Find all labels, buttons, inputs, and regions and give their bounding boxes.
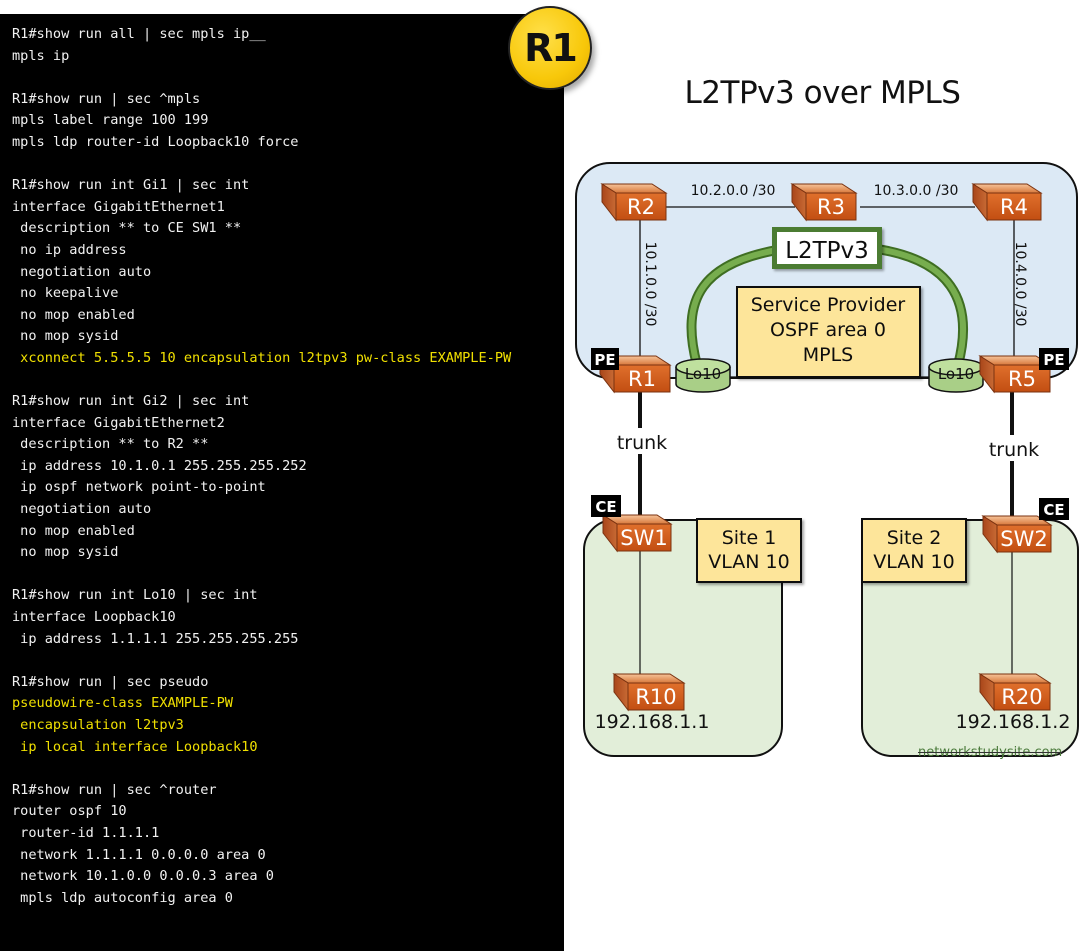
pe-tag-r1-text: PE xyxy=(594,351,615,369)
router-r10-label: R10 xyxy=(635,685,676,709)
terminal-line: ip address 10.1.0.1 255.255.255.252 xyxy=(12,457,307,474)
site2-vlan: VLAN 10 xyxy=(873,551,954,573)
terminal-line: ip local interface Loopback10 xyxy=(12,738,258,755)
router-r10: R10 xyxy=(612,673,686,712)
router-r3-label: R3 xyxy=(817,195,845,219)
diagram-title: L2TPv3 over MPLS xyxy=(684,75,961,111)
router-sw1: SW1 xyxy=(601,514,673,553)
terminal-output: R1#show run all | sec mpls ip__mpls ip R1… xyxy=(12,24,511,909)
host-r10-ip: 192.168.1.1 xyxy=(595,711,710,733)
pe-tag-r1: PE xyxy=(591,348,619,370)
router-r2: R2 xyxy=(600,183,668,222)
watermark: networkstudysite.com xyxy=(918,745,1063,760)
terminal-line: R1#show run | sec ^router xyxy=(12,781,217,798)
router-sw1-label: SW1 xyxy=(620,526,667,550)
terminal-line: encapsulation l2tpv3 xyxy=(12,717,184,733)
terminal-line: mpls ldp router-id Loopback10 force xyxy=(12,133,299,150)
site2-label-box: Site 2 VLAN 10 xyxy=(861,518,967,583)
terminal-line: negotiation auto xyxy=(12,263,152,280)
site1-name: Site 1 xyxy=(722,527,777,549)
trunk-label-left: trunk xyxy=(617,432,667,454)
provider-line-2: OSPF area 0 xyxy=(770,319,886,341)
link-label-r4-r5: 10.4.0.0 /30 xyxy=(1012,242,1028,327)
site1-label-box: Site 1 VLAN 10 xyxy=(696,518,802,583)
terminal-line: mpls label range 100 199 xyxy=(12,112,209,129)
router-r3: R3 xyxy=(790,183,858,222)
router-r2-label: R2 xyxy=(627,195,655,219)
terminal-line: pseudowire-class EXAMPLE-PW xyxy=(12,695,233,712)
site2-name: Site 2 xyxy=(887,527,942,549)
terminal-line: mpls ip xyxy=(12,47,70,64)
terminal-line: router ospf 10 xyxy=(12,803,127,820)
terminal-line: no keepalive xyxy=(12,285,119,302)
terminal-line: ip address 1.1.1.1 255.255.255.255 xyxy=(12,630,299,647)
ce-tag-sw2: CE xyxy=(1039,498,1069,520)
terminal-line: R1#show run int Gi1 | sec int xyxy=(12,177,250,194)
ce-tag-sw1: CE xyxy=(591,495,621,517)
terminal-line: xconnect 5.5.5.5 10 encapsulation l2tpv3… xyxy=(12,349,512,366)
loopback-left-label: Lo10 xyxy=(685,365,721,383)
tunnel-label: L2TPv3 xyxy=(785,238,869,264)
host-r20-ip: 192.168.1.2 xyxy=(956,711,1071,733)
terminal-line: mpls ldp autoconfig area 0 xyxy=(12,889,233,906)
pe-tag-r5-text: PE xyxy=(1043,351,1064,369)
ce-tag-sw2-text: CE xyxy=(1043,501,1064,519)
router-r1-label: R1 xyxy=(628,367,656,391)
terminal-line: negotiation auto xyxy=(12,501,152,518)
terminal-line: R1#show run | sec ^mpls xyxy=(12,90,201,107)
site1-vlan: VLAN 10 xyxy=(708,551,789,573)
terminal-panel: R1#show run all | sec mpls ip__mpls ip R1… xyxy=(0,14,564,951)
router-badge: R1 xyxy=(508,6,592,90)
link-label-r3-r4: 10.3.0.0 /30 xyxy=(874,183,959,199)
provider-line-1: Service Provider xyxy=(751,294,906,316)
terminal-line: network 10.1.0.0 0.0.0.3 area 0 xyxy=(12,868,274,885)
router-sw2: SW2 xyxy=(981,515,1053,554)
link-label-r2-r3: 10.2.0.0 /30 xyxy=(691,183,776,199)
ce-tag-sw1-text: CE xyxy=(595,498,616,516)
router-r20: R20 xyxy=(978,673,1052,712)
terminal-line: network 1.1.1.1 0.0.0.0 area 0 xyxy=(12,846,266,863)
link-label-r1-r2: 10.1.0.0 /30 xyxy=(642,242,658,327)
terminal-line: interface Loopback10 xyxy=(12,609,176,626)
terminal-line: interface GigabitEthernet2 xyxy=(12,414,225,431)
terminal-line: no mop enabled xyxy=(12,306,135,323)
terminal-line: R1#show run | sec pseudo xyxy=(12,673,209,690)
terminal-line: R1#show run all | sec mpls ip__ xyxy=(12,26,266,42)
terminal-line: no mop sysid xyxy=(12,328,119,345)
l2tpv3-label-box: L2TPv3 xyxy=(772,227,882,269)
loopback-right-label: Lo10 xyxy=(938,365,974,383)
terminal-line: ip ospf network point-to-point xyxy=(12,479,266,496)
pe-tag-r5: PE xyxy=(1039,348,1069,370)
terminal-line: no mop sysid xyxy=(12,544,119,561)
terminal-line: no ip address xyxy=(12,241,127,258)
terminal-line: description ** to R2 ** xyxy=(12,436,209,453)
router-sw2-label: SW2 xyxy=(1000,527,1047,551)
provider-line-3: MPLS xyxy=(803,344,854,366)
terminal-line: interface GigabitEthernet1 xyxy=(12,198,225,215)
terminal-line: R1#show run int Lo10 | sec int xyxy=(12,587,258,604)
service-provider-box: Service Provider OSPF area 0 MPLS xyxy=(736,286,921,378)
router-r4-label: R4 xyxy=(1000,195,1028,219)
terminal-line: description ** to CE SW1 ** xyxy=(12,220,242,237)
router-r20-label: R20 xyxy=(1001,685,1042,709)
terminal-line: R1#show run int Gi2 | sec int xyxy=(12,393,250,410)
loopback-right: Lo10 xyxy=(928,358,984,393)
router-r4: R4 xyxy=(971,183,1043,222)
terminal-line: router-id 1.1.1.1 xyxy=(12,824,160,841)
trunk-label-right: trunk xyxy=(989,439,1039,461)
router-r5-label: R5 xyxy=(1008,367,1036,391)
loopback-left: Lo10 xyxy=(675,358,731,393)
terminal-line: no mop enabled xyxy=(12,522,135,539)
